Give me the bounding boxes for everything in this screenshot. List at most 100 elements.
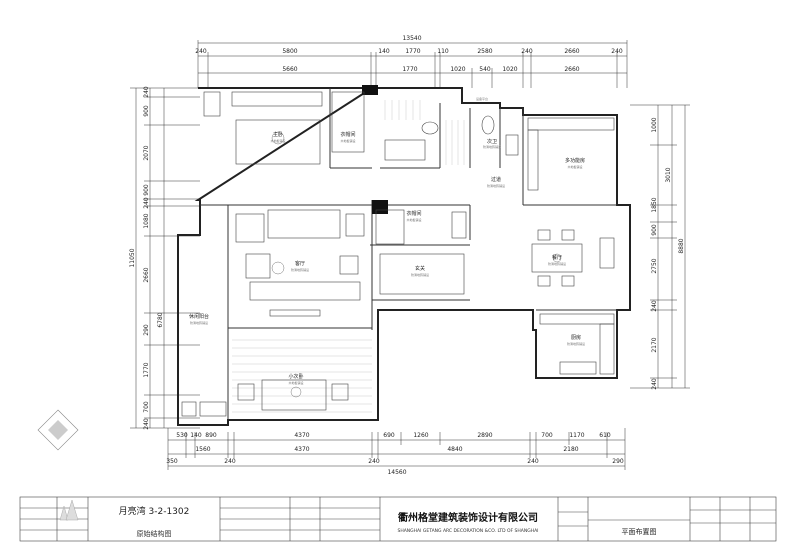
left-dim-labels: 11050 240 900 2070 900 240 1080 2660 290…	[129, 86, 164, 430]
room-name-kitchen: 厨房	[571, 334, 581, 341]
top-dim: 1770	[405, 48, 420, 55]
title-block-logo	[37, 409, 79, 521]
right-dim: 900	[651, 224, 658, 236]
drawing-name: 平面布置图	[622, 527, 657, 536]
top-dim: 2660	[564, 48, 579, 55]
top-dim: 2580	[477, 48, 492, 55]
left-dim: 1080	[143, 213, 150, 228]
room-name-master-bedroom: 主卧	[273, 131, 283, 138]
room-floor-secondary-bath: 防滑地砖铺设	[483, 144, 501, 149]
equipment-platform-tag: 设备平台	[476, 96, 488, 101]
bottom-dim: 530	[176, 432, 188, 439]
room-floor-master-bedroom: 木地板铺设	[270, 138, 285, 143]
top-dim: 540	[479, 66, 491, 73]
bottom-dim: 690	[383, 432, 395, 439]
top-dim: 240	[521, 48, 533, 55]
bottom-dim: 700	[541, 432, 553, 439]
room-name-closet-2: 衣帽间	[406, 210, 421, 217]
bottom-dim: 1170	[569, 432, 584, 439]
top-dim: 1770	[402, 66, 417, 73]
left-dim: 240	[143, 86, 150, 98]
left-dim: 1770	[143, 362, 150, 377]
bottom-dim: 2180	[563, 446, 578, 453]
right-dim: 3010	[665, 167, 672, 182]
left-dim: 2070	[143, 145, 150, 160]
bottom-dim: 1260	[413, 432, 428, 439]
bottom-dim: 350	[166, 458, 178, 465]
bottom-dim: 4370	[294, 446, 309, 453]
right-dim: 240	[651, 300, 658, 312]
top-total-dim: 13540	[402, 35, 421, 42]
left-dim: 6780	[157, 312, 164, 327]
light-fixtures	[271, 131, 562, 398]
room-floor-living: 防滑地砖铺设	[291, 267, 309, 272]
room-name-closet-1: 衣帽间	[340, 131, 355, 138]
top-dim-labels: 13540 240 5800 140 1770 110 2580 240 266…	[195, 35, 623, 73]
room-floor-closet-1: 木地板铺设	[340, 138, 355, 143]
top-dim: 2660	[564, 66, 579, 73]
right-dim: 1000	[651, 117, 658, 132]
bottom-dim: 4370	[294, 432, 309, 439]
bottom-dim: 610	[599, 432, 611, 439]
room-name-secondary-bath: 次卫	[487, 138, 497, 145]
right-dimensions	[630, 104, 690, 389]
left-dim: 240	[143, 197, 150, 209]
bottom-dim: 240	[527, 458, 539, 465]
project-name: 月亮湾 3-2-1302	[119, 505, 190, 517]
bottom-dim: 890	[205, 432, 217, 439]
room-name-corridor: 过道	[491, 176, 501, 183]
floor-hatching	[232, 339, 372, 413]
room-floor-small-bedroom: 木地板铺设	[288, 380, 303, 385]
room-name-leisure-balcony: 休闲阳台	[189, 313, 209, 320]
room-name-living: 客厅	[295, 260, 305, 267]
top-dimensions	[197, 40, 628, 88]
top-dim: 140	[378, 48, 390, 55]
right-dim: 2170	[651, 337, 658, 352]
top-dim: 1020	[450, 66, 465, 73]
top-dim: 5800	[282, 48, 297, 55]
room-name-small-bedroom: 小次卧	[288, 373, 303, 380]
company-name-en: SHANGHAI GETANG ARC DECORATION &CO. LTD …	[397, 528, 538, 534]
drawing-type: 原始结构图	[137, 529, 172, 538]
room-name-entrance: 玄关	[415, 265, 425, 272]
room-labels: 主卧 木地板铺设 衣帽间 木地板铺设 次卫 防滑地砖铺设 多功能房 木地板铺设 …	[189, 96, 585, 385]
bathroom-tiles	[384, 100, 465, 165]
room-floor-kitchen: 防滑地砖铺设	[567, 341, 585, 346]
right-dim-labels: 8880 1000 3010 1850 900 2750 240 2170 24…	[651, 117, 685, 390]
left-dim: 290	[143, 324, 150, 336]
room-floor-entrance: 防滑地砖铺设	[411, 272, 429, 277]
room-name-dining: 餐厅	[552, 254, 562, 261]
interior-walls	[200, 88, 617, 420]
top-dim: 5660	[282, 66, 297, 73]
right-dim: 2750	[651, 258, 658, 273]
room-floor-leisure-balcony: 防滑地砖铺设	[190, 320, 208, 325]
left-dim: 700	[143, 401, 150, 413]
bottom-dim-labels: 14560 530 140 890 4370 690 1260 2890 700…	[166, 432, 624, 476]
furniture	[181, 91, 615, 417]
top-dim: 240	[195, 48, 207, 55]
top-dim: 1020	[502, 66, 517, 73]
left-total-dim: 11050	[129, 248, 136, 267]
bottom-dim: 4840	[447, 446, 462, 453]
left-dim: 240	[143, 418, 150, 430]
room-name-multi-function: 多功能房	[565, 157, 585, 164]
left-dim: 900	[143, 184, 150, 196]
company-name-cn: 衢州格堂建筑装饰设计有限公司	[398, 511, 538, 524]
bottom-dim: 290	[612, 458, 624, 465]
right-total-dim: 8880	[678, 238, 685, 253]
bottom-dim: 140	[190, 432, 202, 439]
room-floor-multi-function: 木地板铺设	[567, 164, 582, 169]
room-floor-corridor: 防滑地砖铺设	[487, 183, 505, 188]
title-block-text: 月亮湾 3-2-1302 原始结构图 衢州格堂建筑装饰设计有限公司 SHANGH…	[119, 505, 657, 538]
top-dim: 240	[611, 48, 623, 55]
bottom-dim: 240	[368, 458, 380, 465]
walls	[177, 87, 631, 426]
right-dim: 240	[651, 378, 658, 390]
room-floor-closet-2: 木地板铺设	[406, 217, 421, 222]
left-dim: 2660	[143, 267, 150, 282]
right-dim: 1850	[651, 197, 658, 212]
left-dim: 900	[143, 105, 150, 117]
bottom-total-dim: 14560	[387, 469, 406, 476]
title-block	[19, 496, 777, 542]
